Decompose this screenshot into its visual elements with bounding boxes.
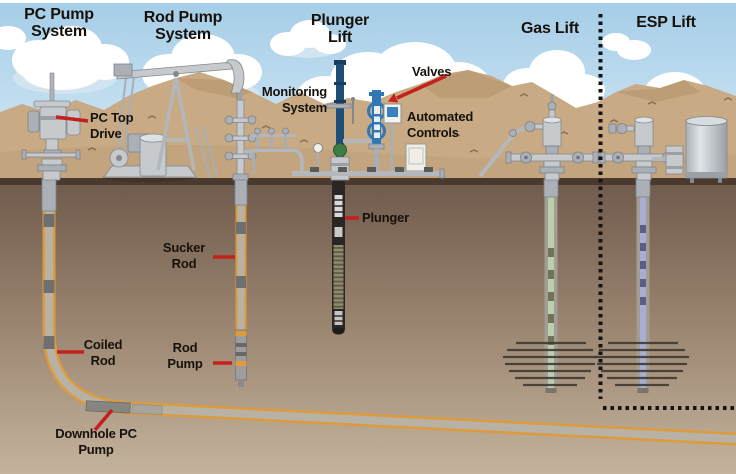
pumpjack-graphic: [102, 59, 245, 182]
plunger-well-graphic: [332, 181, 345, 335]
callout-monitoring-system: Monitoring System: [261, 84, 327, 116]
callout-valves: Valves: [412, 64, 452, 79]
rod-pump-well-graphic: [234, 178, 248, 387]
valves-graphic: [367, 90, 386, 172]
downhole-pc-pump-arrow: [93, 408, 114, 432]
callout-plunger: Plunger: [362, 210, 409, 225]
gas-lift-tree-graphic: [478, 94, 599, 181]
callout-automated-controls: Automated Controls: [407, 109, 474, 141]
pc-pump-well-graphic: [41, 178, 736, 446]
gas-lift-well-graphic: [503, 178, 597, 393]
storage-tank-graphic: [685, 116, 728, 183]
title-plunger-lift: Plunger Lift: [310, 12, 370, 47]
gas-well-fractures: [503, 341, 597, 387]
pc-top-drive-arrow: [55, 115, 89, 123]
top-border: [0, 0, 736, 3]
downhole-pc-pump-graphic: [85, 400, 163, 416]
title-esp-lift: ESP Lift: [636, 14, 696, 31]
esp-well-graphic: [595, 178, 689, 393]
title-pc-pump-system: PC Pump System: [24, 6, 94, 41]
callout-arrows: [55, 74, 447, 432]
pc-top-drive-graphic: [21, 72, 81, 181]
callout-sucker-rod: Sucker Rod: [162, 240, 206, 272]
esp-well-fractures: [595, 341, 689, 387]
plunger-lift-equipment-graphic: [250, 60, 445, 181]
callout-pc-top-drive: PC Top Drive: [90, 110, 134, 142]
callout-rod-pump: Rod Pump: [167, 340, 203, 372]
plunger-graphic: [334, 195, 343, 217]
valves-arrow: [388, 74, 447, 103]
callout-coiled-rod: Coiled Rod: [83, 337, 123, 369]
title-gas-lift: Gas Lift: [521, 20, 579, 37]
title-rod-pump-system: Rod Pump System: [143, 9, 223, 44]
rod-pump-graphic: [235, 329, 247, 387]
callout-downhole-pc-pump: Downhole PC Pump: [55, 426, 137, 458]
coiled-rod-couplings: [43, 214, 55, 349]
monitoring-system-graphic: [250, 127, 323, 174]
automated-controls-graphic: [383, 103, 427, 172]
